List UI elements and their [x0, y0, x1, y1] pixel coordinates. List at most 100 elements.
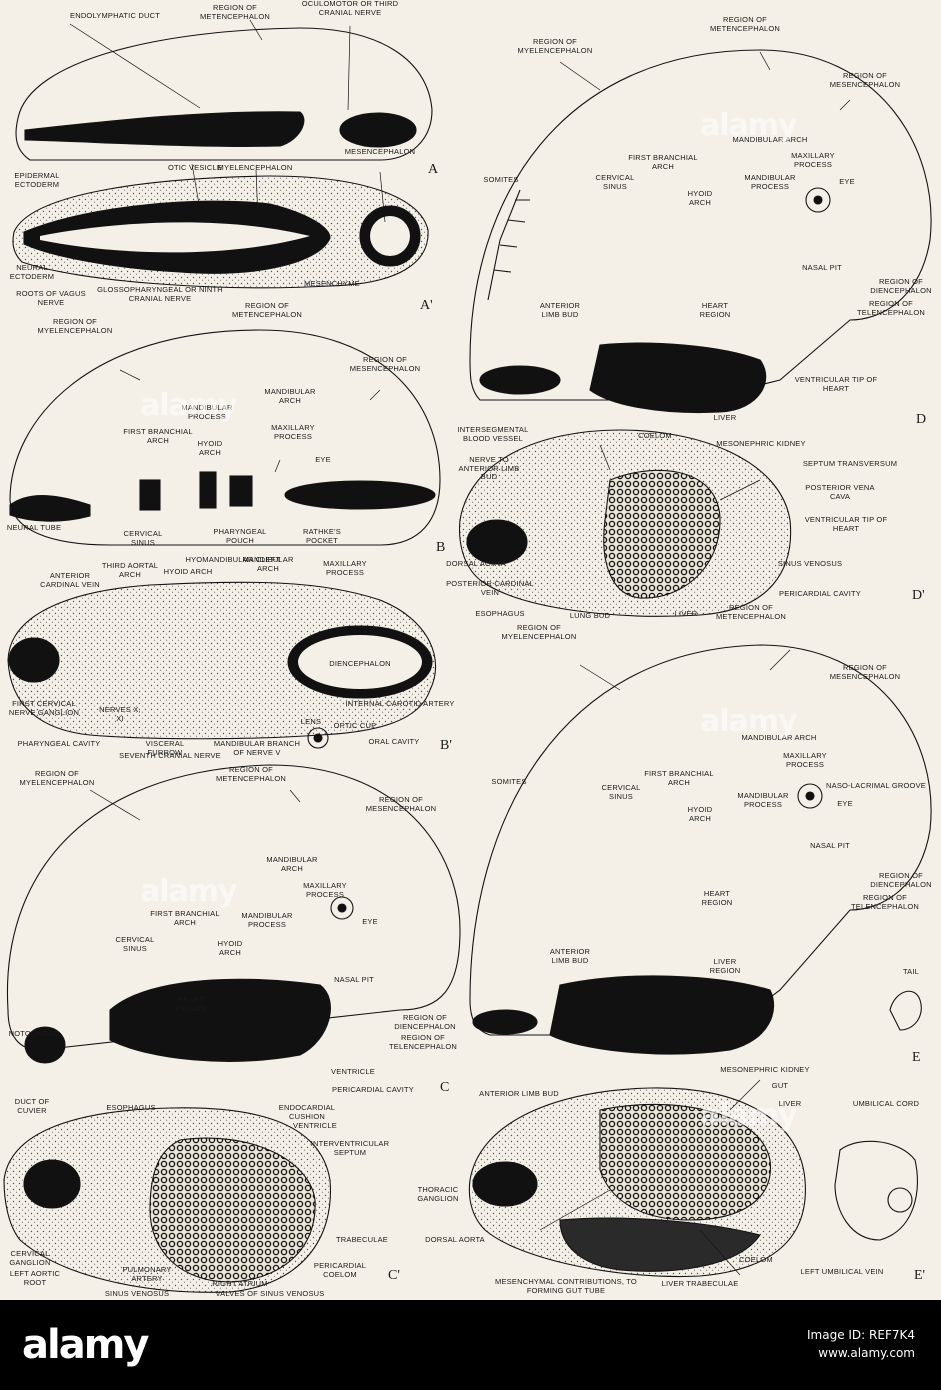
label-ep-liver: LIVER — [778, 1099, 802, 1108]
panel-label-b: B — [436, 540, 446, 555]
label-cp-trabeculae: TRABECULAE — [335, 1235, 388, 1244]
label-bp-diencephalon: DIENCEPHALON — [329, 659, 391, 668]
label-ap-region-metencephalon: REGION OF METENCEPHALON — [231, 301, 303, 319]
label-dp-septum: SEPTUM TRANSVERSUM — [802, 459, 898, 468]
panel-b-prime-brain — [8, 637, 60, 683]
watermark: alamy — [140, 388, 238, 423]
panel-e-prime-coelom — [559, 1217, 761, 1272]
label-dp-esophagus: ESOPHAGUS — [475, 609, 525, 618]
label-bp-hyoid-arch: HYOID ARCH — [163, 567, 213, 576]
panel-label-d: D — [916, 412, 927, 427]
panel-c-heart — [109, 978, 331, 1062]
label-e-region-myelencephalon: REGION OF MYELENCEPHALON — [501, 623, 577, 641]
label-d-cervical-sinus: CERVICAL SINUS — [595, 173, 635, 191]
panel-label-c-prime: C' — [388, 1268, 400, 1283]
label-cp-right-atrium: RIGHT ATRIUM — [212, 1279, 268, 1288]
label-ep-thoracic: THORACIC GANGLION — [417, 1185, 459, 1203]
label-b-first-branchial: FIRST BRANCHIAL ARCH — [123, 427, 193, 445]
label-bp-oral-cavity: ORAL CAVITY — [368, 737, 420, 746]
panel-e-neural — [472, 1009, 538, 1035]
label-e-heart-region: HEART REGION — [701, 889, 733, 907]
label-bp-third-aortal: THIRD AORTAL ARCH — [101, 561, 159, 579]
label-dp-liver: LIVER — [674, 609, 698, 618]
watermark: alamy — [140, 874, 238, 909]
label-bp-anterior-cardinal: ANTERIOR CARDINAL VEIN — [40, 571, 100, 589]
panel-b-outline — [9, 329, 441, 546]
panel-a-neural-lumen — [24, 111, 305, 147]
label-region-metencephalon: REGION OF METENCEPHALON — [199, 3, 271, 21]
label-c-first-branchial: FIRST BRANCHIAL ARCH — [150, 909, 220, 927]
label-e-region-telencephalon: REGION OF TELENCEPHALON — [850, 893, 920, 911]
image-id: Image ID: REF7K4 — [807, 1328, 915, 1342]
panel-e-tail — [889, 990, 922, 1031]
label-bp-mandibular-arch: MANDIBULAR ARCH — [242, 555, 294, 573]
label-cp-sinus-venosus: SINUS VENOSUS — [104, 1289, 170, 1298]
watermark: alamy — [700, 704, 798, 739]
panel-c-prime-heart — [149, 1137, 316, 1283]
label-c-pericardial-cavity: PERICARDIAL CAVITY — [332, 1085, 414, 1094]
label-otic-vesicle: OTIC VESICLE — [167, 163, 223, 172]
label-c-mandibular-arch: MANDIBULAR ARCH — [266, 855, 318, 873]
label-dp-nerve-anterior: NERVE TO ANTERIOR LIMB BUD — [458, 455, 520, 481]
label-dp-posterior-vena: POSTERIOR VENA CAVA — [805, 483, 875, 501]
panel-d-prime-liver — [603, 469, 721, 599]
label-oculomotor: OCULOMOTOR OR THIRD CRANIAL NERVE — [301, 0, 399, 17]
label-neural-ectoderm: NEURAL ECTODERM — [9, 263, 55, 281]
label-b-eye: EYE — [315, 455, 331, 464]
label-d-somites: SOMITES — [483, 175, 519, 184]
label-d-heart-region: HEART REGION — [699, 301, 731, 319]
panel-d-neural — [479, 365, 561, 395]
panel-e-outline — [469, 644, 932, 1036]
panel-a-mesencephalon — [339, 112, 417, 148]
label-bp-maxillary-process: MAXILLARY PROCESS — [323, 559, 367, 577]
label-cp-pulmonary: PULMONARY ARTERY — [122, 1265, 172, 1283]
label-dp-coelom: COELOM — [638, 431, 672, 440]
panel-b-neural-tube — [9, 495, 91, 522]
label-bp-first-cervical: FIRST CERVICAL NERVE GANGLION — [8, 699, 80, 717]
label-b-pharyngeal-pouch: PHARYNGEAL POUCH — [213, 527, 267, 545]
panel-e-liver — [549, 975, 775, 1055]
label-endolymphatic-duct: ENDOLYMPHATIC DUCT — [70, 11, 160, 20]
panel-d-somites — [487, 189, 530, 301]
label-e-eye: EYE — [837, 799, 853, 808]
panel-c-prime-neural — [23, 1159, 81, 1209]
label-d-first-branchial: FIRST BRANCHIAL ARCH — [628, 153, 698, 171]
label-b-region-mesencephalon: REGION OF MESENCEPHALON — [349, 355, 421, 373]
panel-label-b-prime: B' — [440, 738, 452, 753]
label-b-region-myelencephalon: REGION OF MYELENCEPHALON — [37, 317, 113, 335]
site-url[interactable]: www.alamy.com — [818, 1346, 915, 1360]
label-myelencephalon: MYELENCEPHALON — [217, 163, 293, 172]
alamy-logo: alamy — [22, 1322, 149, 1368]
label-cp-interventricular: INTERVENTRICULAR SEPTUM — [310, 1139, 390, 1157]
label-mesencephalon: MESENCEPHALON — [344, 147, 416, 156]
label-bp-mandibular-branch: MANDIBULAR BRANCH OF NERVE V — [213, 739, 301, 757]
label-b-neural-tube: NEURAL TUBE — [6, 523, 62, 532]
label-d-region-mesencephalon: REGION OF MESENCEPHALON — [829, 71, 901, 89]
label-bp-hyomandibular: HYOMANDIBULAR CLEFT — [185, 555, 281, 564]
label-bp-seventh-cranial: SEVENTH CRANIAL NERVE — [119, 751, 221, 760]
label-c-cervical-sinus: CERVICAL SINUS — [115, 935, 155, 953]
label-dp-sinus-venosus: SINUS VENOSUS — [777, 559, 843, 568]
panel-e-eye — [797, 783, 823, 809]
watermark: alamy — [700, 108, 798, 143]
label-roots-vagus: ROOTS OF VAGUS NERVE — [16, 289, 86, 307]
label-d-mandibular-process: MANDIBULAR PROCESS — [744, 173, 796, 191]
label-d-maxillary-process: MAXILLARY PROCESS — [791, 151, 835, 169]
label-d-anterior-limb: ANTERIOR LIMB BUD — [539, 301, 581, 319]
image-meta: Image ID: REF7K4 www.alamy.com — [807, 1326, 915, 1362]
label-c-region-mesencephalon: REGION OF MESENCEPHALON — [365, 795, 437, 813]
label-cp-endocardial: ENDOCARDIAL CUSHION — [278, 1103, 336, 1121]
label-e-naso-lacrimal: NASO-LACRIMAL GROOVE — [826, 781, 926, 790]
label-c-notochord: NOTOCHORD — [8, 1029, 60, 1038]
panel-d-outline — [469, 49, 932, 401]
label-b-maxillary-process: MAXILLARY PROCESS — [271, 423, 315, 441]
label-d-region-telencephalon: REGION OF TELENCEPHALON — [856, 299, 926, 317]
label-d-region-myelencephalon: REGION OF MYELENCEPHALON — [517, 37, 593, 55]
panel-label-e: E — [912, 1050, 921, 1065]
panel-b-prime-outline — [7, 581, 437, 740]
label-c-ventricle: VENTRICLE — [331, 1067, 375, 1076]
label-cp-duct-cuvier: DUCT OF CUVIER — [14, 1097, 50, 1115]
label-e-region-diencephalon: REGION OF DIENCEPHALON — [870, 871, 932, 889]
label-cp-esophagus: ESOPHAGUS — [106, 1103, 156, 1112]
panel-e-prime-umbilical — [834, 1140, 918, 1241]
